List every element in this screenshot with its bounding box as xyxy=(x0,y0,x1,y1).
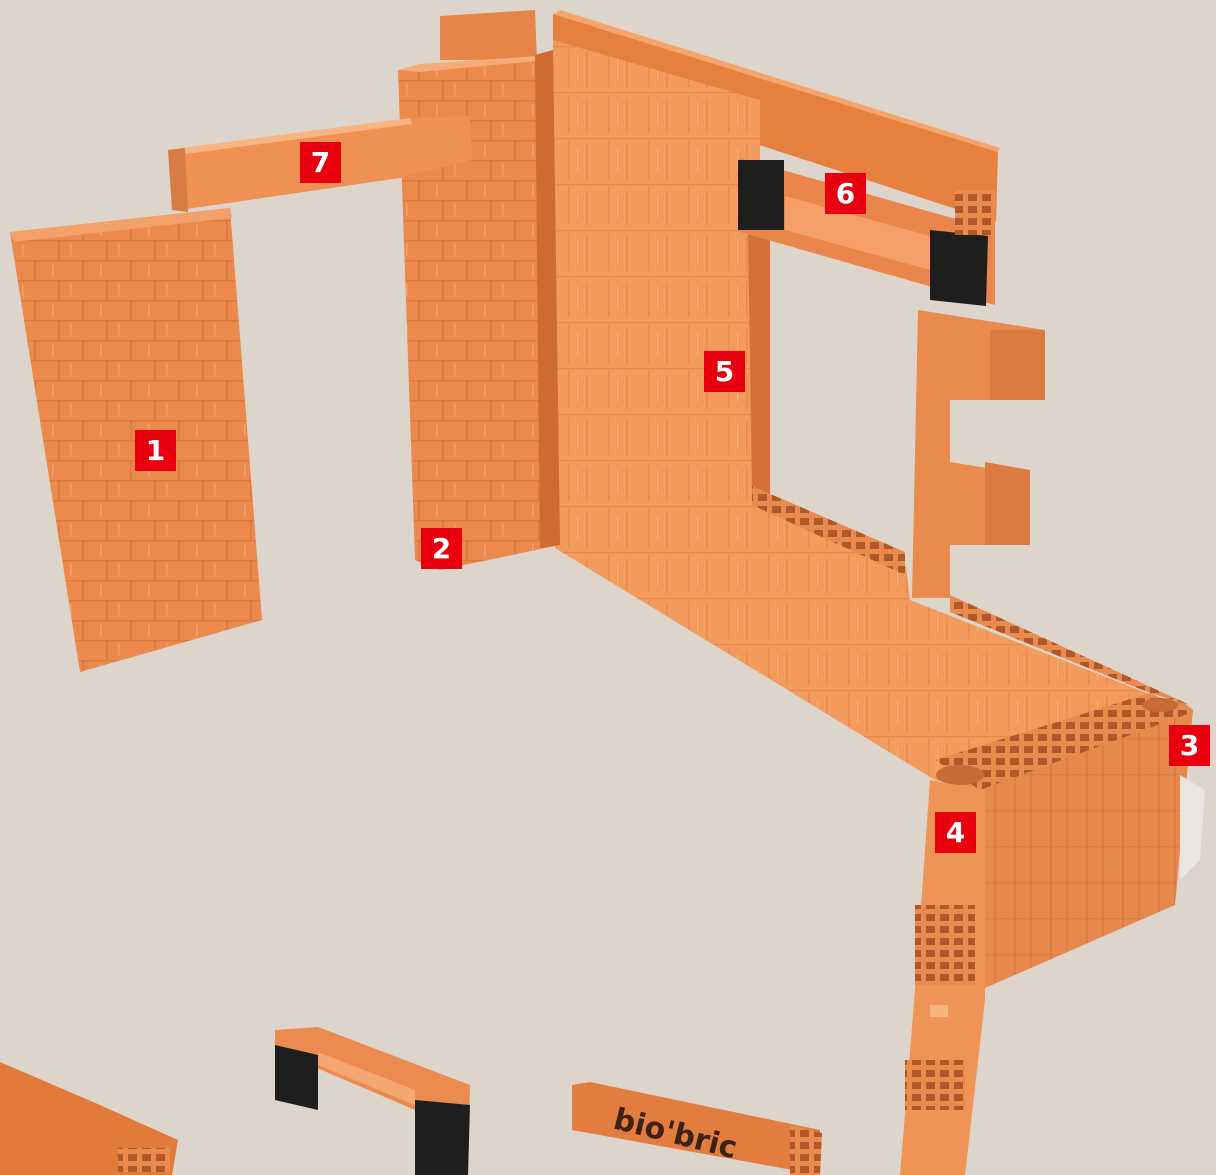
label-badge-5: 5 xyxy=(704,351,745,392)
pier-top xyxy=(440,10,537,60)
label-badge-6: 6 xyxy=(825,173,866,214)
label-badge-7: 7 xyxy=(300,142,341,183)
label-badge-1: 1 xyxy=(135,430,176,471)
label-badge-3: 3 xyxy=(1169,725,1210,766)
label-badge-4: 4 xyxy=(935,812,976,853)
lintel-6-insulation-left xyxy=(738,160,784,230)
lintel-6-insulation-right xyxy=(930,230,988,306)
label-badge-2: 2 xyxy=(421,528,462,569)
